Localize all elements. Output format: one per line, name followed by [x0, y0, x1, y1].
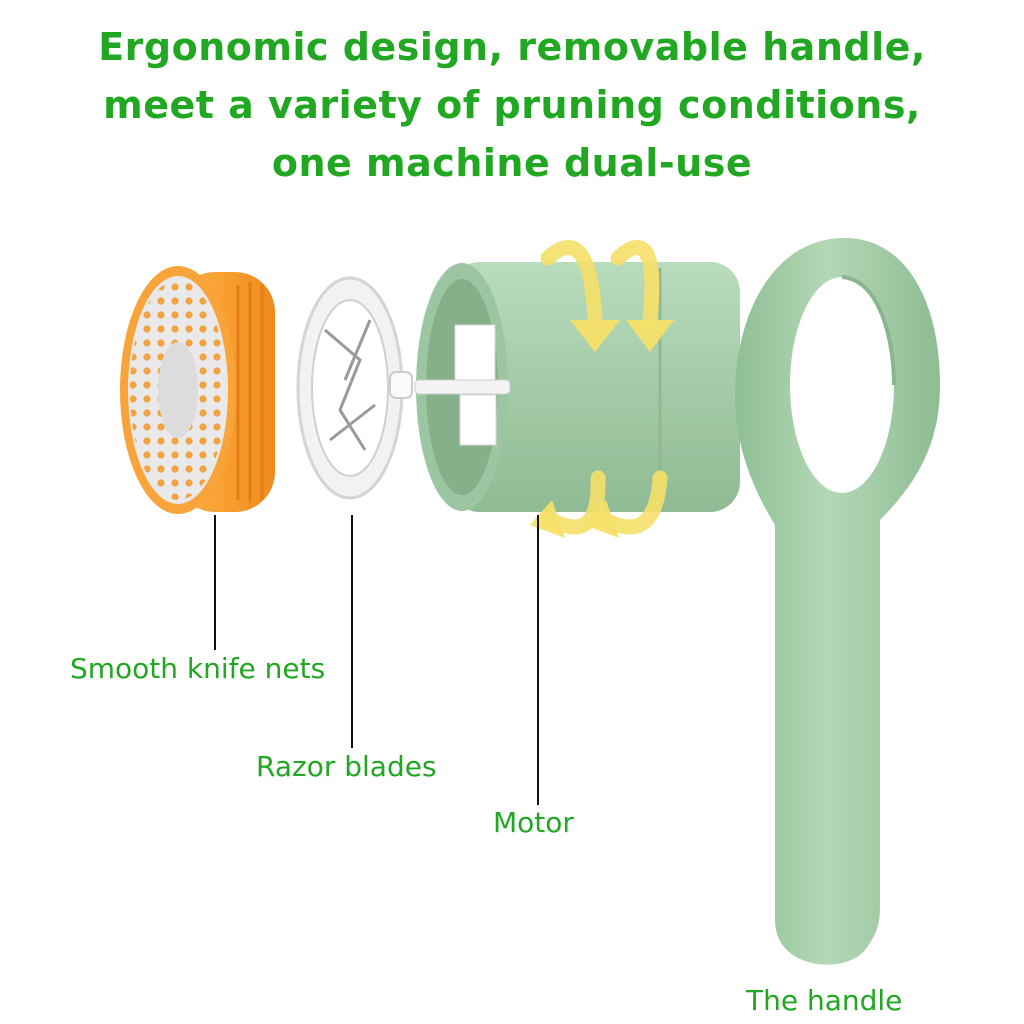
leader-razor-blades: [351, 515, 353, 748]
headline-line-3: one machine dual-use: [271, 141, 753, 185]
razor-blade-part: [296, 276, 413, 500]
leader-knife-nets: [214, 515, 216, 650]
motor-part: [414, 262, 740, 512]
label-knife-nets: Smooth knife nets: [70, 652, 326, 685]
headline-line-2: meet a variety of pruning conditions,: [103, 83, 921, 127]
knife-net-part: [120, 266, 275, 514]
handle-part: [735, 238, 940, 965]
leader-motor: [537, 515, 539, 805]
label-motor: Motor: [493, 806, 574, 839]
label-handle: The handle: [746, 984, 903, 1017]
headline: Ergonomic design, removable handle, meet…: [0, 18, 1024, 192]
headline-line-1: Ergonomic design, removable handle,: [98, 25, 926, 69]
label-razor-blades: Razor blades: [256, 750, 437, 783]
